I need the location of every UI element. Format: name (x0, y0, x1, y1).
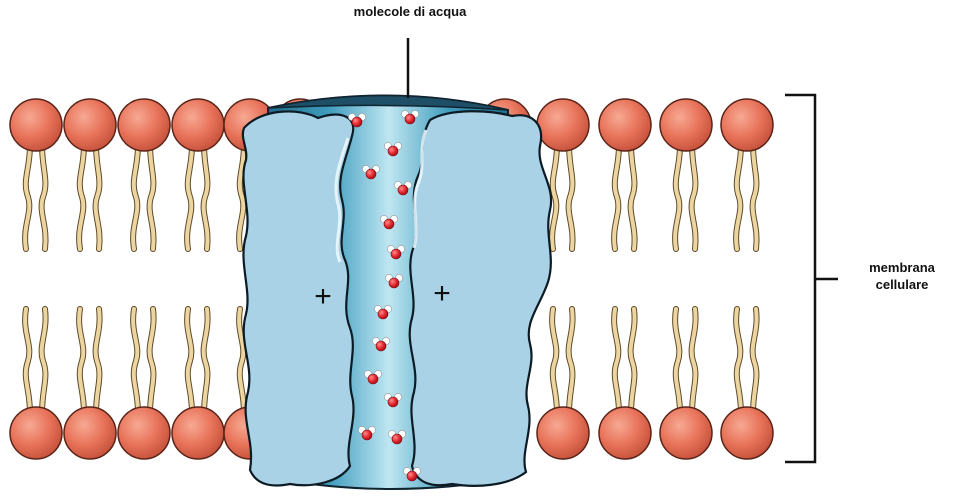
phospholipid-top (172, 99, 224, 249)
phospholipid-bottom (660, 309, 712, 459)
phospholipid-bottom (537, 309, 589, 459)
phospholipid-bottom (172, 309, 224, 459)
protein-subunit-right (410, 111, 551, 486)
membrane-bracket (785, 95, 838, 462)
protein-subunit-left (243, 111, 354, 485)
phospholipid-top (118, 99, 170, 249)
plus-sign-left: + (314, 280, 332, 313)
phospholipid-bottom (721, 309, 773, 459)
phospholipid-bottom (10, 309, 62, 459)
phospholipid-bottom (64, 309, 116, 459)
phospholipid-top (10, 99, 62, 249)
phospholipid-top (721, 99, 773, 249)
plus-sign-right: + (433, 277, 451, 310)
phospholipid-bottom (118, 309, 170, 459)
phospholipid-top (599, 99, 651, 249)
cell-membrane-label-line1: membrana (846, 259, 958, 276)
phospholipid-top (64, 99, 116, 249)
cell-membrane-label-line2: cellulare (846, 276, 958, 293)
phospholipid-bottom (599, 309, 651, 459)
cell-membrane-label: membrana cellulare (846, 259, 958, 293)
phospholipid-top (660, 99, 712, 249)
water-molecules-label: molecole di acqua (0, 3, 820, 20)
aquaporin-channel (243, 95, 551, 489)
